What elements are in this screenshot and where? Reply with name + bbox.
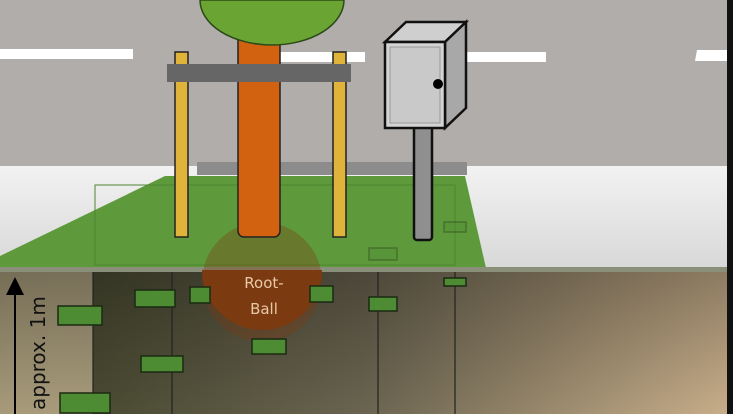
frame-edge — [727, 0, 733, 414]
lane-markings — [0, 49, 727, 62]
stake-right — [332, 51, 347, 238]
road — [0, 0, 727, 166]
depth-arrow — [6, 277, 24, 414]
soil-shade — [0, 268, 727, 414]
stake-crossbar — [167, 64, 351, 82]
root-ball-label-2: Ball — [250, 300, 278, 318]
root-ball-below-ground — [202, 270, 322, 330]
stake-left — [174, 51, 189, 238]
depth-label: approx. 1m — [26, 296, 50, 410]
underground-pipes — [57, 221, 467, 414]
root-ball-label-1: Root- — [244, 274, 283, 292]
utility-cabinet — [381, 19, 470, 242]
ground-line — [0, 267, 727, 272]
tree-trunk — [237, 29, 281, 238]
tree-canopy — [199, 0, 345, 46]
cabinet-handle-icon — [433, 79, 443, 89]
